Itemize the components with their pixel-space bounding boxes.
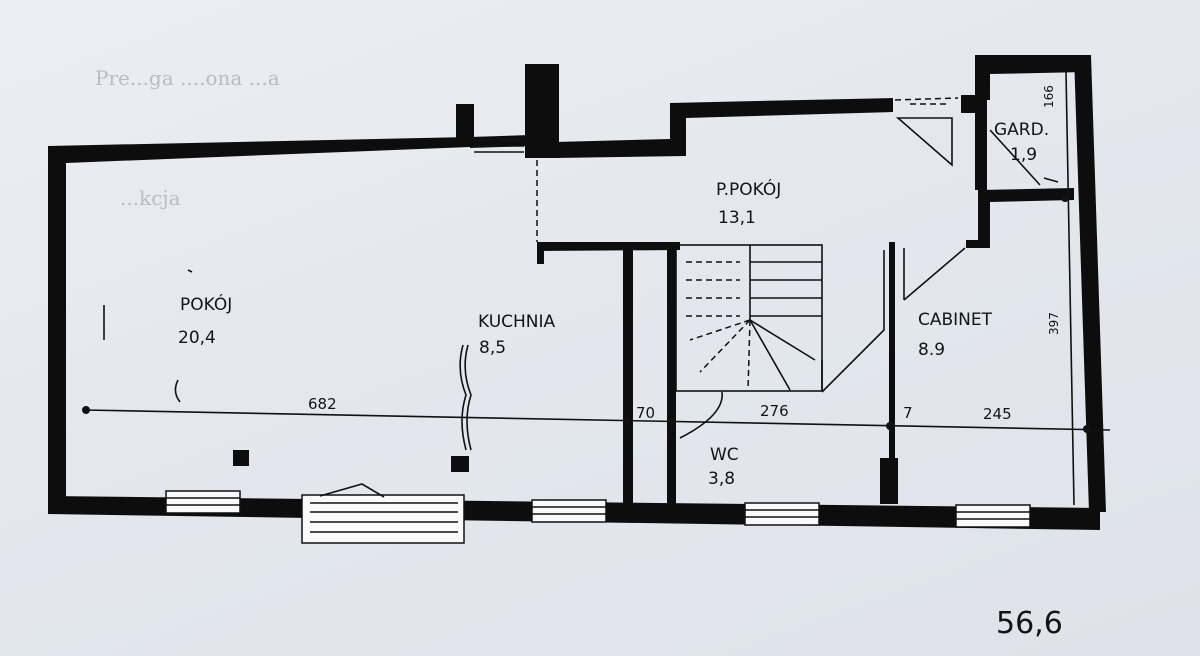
window-5	[955, 504, 1031, 528]
dimension-245: 245	[983, 405, 1012, 423]
room-area-ppokoj: 13,1	[718, 208, 756, 228]
wall-kuchnia-right	[623, 250, 633, 504]
wall-cabinet-left	[889, 242, 895, 462]
room-area-gard: 1,9	[1010, 145, 1037, 165]
dimension-line	[82, 194, 1111, 433]
wall-right	[1074, 55, 1106, 512]
bleed-through-text: Pre...ga ....ona ...a ...kcja	[95, 66, 280, 210]
window-balcony	[301, 483, 465, 544]
room-area-kuchnia: 8,5	[479, 338, 506, 358]
hall-door	[821, 250, 885, 393]
kitchen-appliance	[459, 344, 467, 451]
dimension-276: 276	[760, 402, 789, 420]
wall-left	[48, 146, 66, 512]
dimension-397: 397	[1047, 312, 1061, 335]
wall-cabinet-top-stub	[966, 240, 988, 248]
room-name-pokoj: POKÓJ	[180, 293, 232, 315]
room-name-wc: WC	[710, 445, 739, 465]
dimension-line-397	[1065, 71, 1075, 506]
wall-wc-right-lower	[880, 458, 898, 504]
gard-door	[895, 117, 953, 167]
dimension-682: 682	[308, 395, 337, 413]
ghost-text-line-2: ...kcja	[120, 186, 181, 210]
cabinet-door-swing	[903, 247, 966, 301]
walls	[48, 55, 1106, 530]
room-name-kuchnia: KUCHNIA	[478, 312, 556, 332]
window-3	[531, 499, 607, 523]
wall-top-left	[48, 137, 470, 163]
wc-door-swing	[679, 391, 723, 439]
chimney-hatch	[474, 139, 524, 153]
room-name-ppokoj: P.POKÓJ	[716, 178, 781, 200]
total-area: 56,6	[996, 606, 1063, 641]
gard-diagonal	[989, 129, 1041, 186]
dimension-labels: 682 70 276 7 245 397 166	[308, 85, 1061, 423]
kitchen-block	[451, 456, 469, 472]
wall-stair-left	[667, 250, 676, 504]
room-labels: POKÓJ 20,4 KUCHNIA 8,5 P.POKÓJ 13,1 GARD…	[178, 120, 1049, 489]
room-area-cabinet: 8.9	[918, 340, 945, 360]
gard-opening-dashed	[894, 97, 959, 101]
mark-living-tick	[187, 269, 193, 273]
stove-block	[233, 450, 249, 466]
staircase	[675, 244, 823, 392]
gard-tick	[1043, 177, 1059, 183]
dimension-166: 166	[1042, 85, 1056, 108]
window-4	[744, 502, 820, 526]
room-name-cabinet: CABINET	[918, 310, 993, 330]
dimension-7: 7	[903, 404, 913, 422]
room-area-wc: 3,8	[708, 469, 735, 489]
wall-top-mid	[470, 135, 530, 148]
kitchen-appliance-outline	[464, 344, 472, 451]
wall-top-right	[555, 98, 893, 158]
ghost-text-line-1: Pre...ga ....ona ...a	[95, 66, 280, 90]
wall-kuchnia-top	[537, 242, 680, 251]
chimney-small	[456, 104, 474, 144]
window-1	[165, 490, 241, 514]
room-name-gard: GARD.	[994, 120, 1049, 140]
wall-gard-left	[975, 95, 987, 190]
room-area-pokoj: 20,4	[178, 328, 216, 348]
details	[103, 71, 1075, 506]
windows	[165, 483, 1031, 544]
dimension-70: 70	[636, 404, 655, 422]
chimney-large	[525, 64, 559, 158]
wall-kuchnia-top-stub	[537, 242, 544, 264]
mark-living-curve	[174, 379, 181, 403]
wall-tower	[975, 55, 1086, 100]
wall-cabinet-top	[978, 188, 1074, 248]
